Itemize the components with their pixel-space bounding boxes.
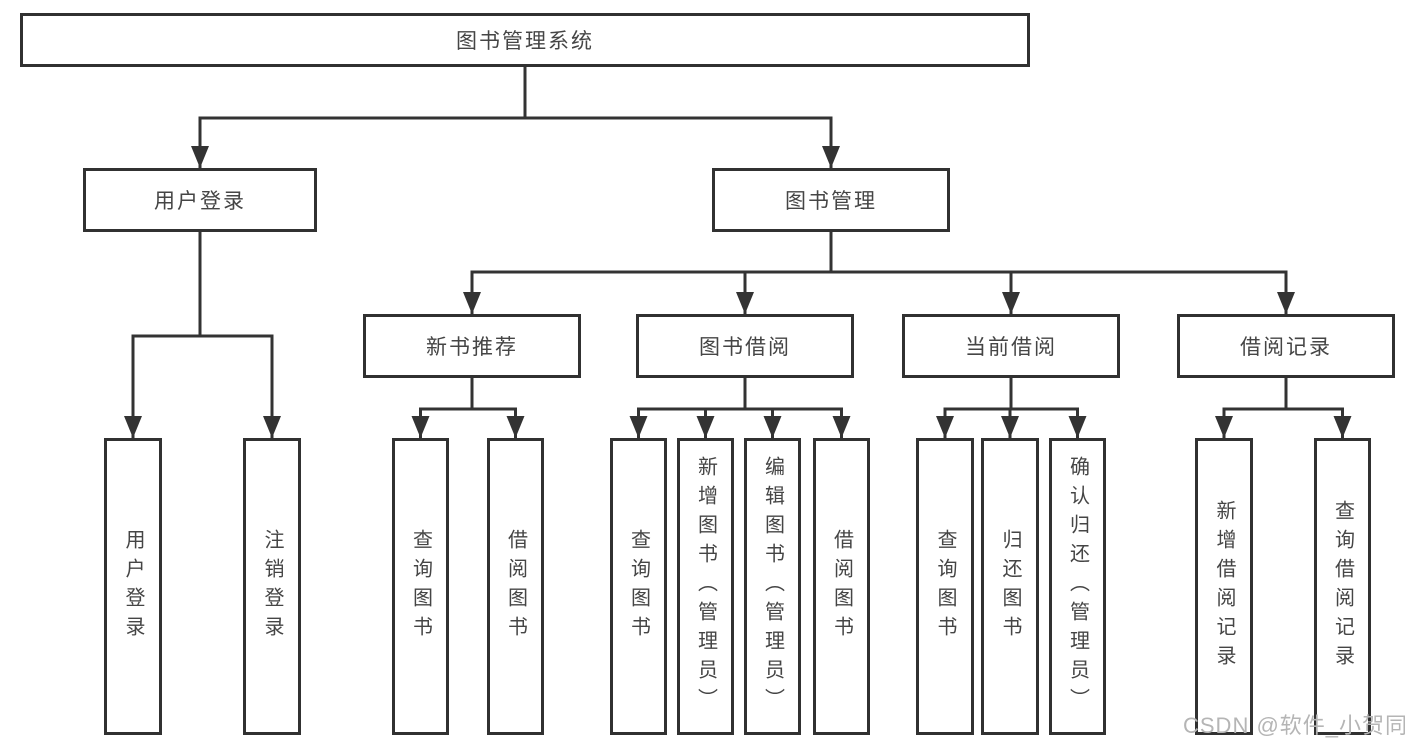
node-r-query: 查询借阅记录 <box>1314 438 1371 735</box>
node-label-records: 借阅记录 <box>1240 336 1332 359</box>
node-b-add: 新增图书（管理员） <box>677 438 734 735</box>
node-records: 借阅记录 <box>1177 314 1395 378</box>
node-label-r-query: 查询借阅记录 <box>1331 499 1354 674</box>
node-c-query: 查询图书 <box>916 438 974 735</box>
node-logout: 注销登录 <box>243 438 301 735</box>
node-new-rec: 新书推荐 <box>363 314 581 378</box>
node-label-nr-borrow: 借阅图书 <box>504 528 527 645</box>
node-c-return: 归还图书 <box>981 438 1039 735</box>
node-login: 用户登录 <box>104 438 162 735</box>
node-label-b-edit: 编辑图书（管理员） <box>761 456 784 717</box>
node-label-c-query: 查询图书 <box>934 528 956 645</box>
node-label-new-rec: 新书推荐 <box>426 336 518 359</box>
node-label-book-mgmt: 图书管理 <box>785 190 877 213</box>
node-label-current: 当前借阅 <box>965 336 1057 359</box>
node-label-nr-query: 查询图书 <box>409 528 432 645</box>
node-r-add: 新增借阅记录 <box>1195 438 1253 735</box>
node-b-borrow: 借阅图书 <box>813 438 870 735</box>
node-b-edit: 编辑图书（管理员） <box>744 438 801 735</box>
node-book-mgmt: 图书管理 <box>712 168 950 232</box>
node-label-r-add: 新增借阅记录 <box>1213 499 1235 674</box>
node-label-b-borrow: 借阅图书 <box>830 528 853 645</box>
node-c-confirm: 确认归还（管理员） <box>1049 438 1106 735</box>
node-nr-borrow: 借阅图书 <box>487 438 544 735</box>
node-b-query: 查询图书 <box>610 438 667 735</box>
node-nr-query: 查询图书 <box>392 438 449 735</box>
node-label-c-return: 归还图书 <box>999 528 1021 645</box>
node-label-login: 用户登录 <box>122 528 144 645</box>
node-root: 图书管理系统 <box>20 13 1030 67</box>
node-label-c-confirm: 确认归还（管理员） <box>1066 456 1089 717</box>
node-label-b-query: 查询图书 <box>627 528 650 645</box>
node-current: 当前借阅 <box>902 314 1120 378</box>
node-label-user-login: 用户登录 <box>154 190 246 213</box>
node-label-logout: 注销登录 <box>261 528 283 645</box>
watermark: CSDN @软件_小贺同学 <box>1183 713 1405 738</box>
node-label-b-add: 新增图书（管理员） <box>694 456 717 717</box>
node-label-borrowing: 图书借阅 <box>699 336 791 359</box>
node-user-login: 用户登录 <box>83 168 317 232</box>
node-borrowing: 图书借阅 <box>636 314 854 378</box>
node-label-root: 图书管理系统 <box>456 30 594 53</box>
